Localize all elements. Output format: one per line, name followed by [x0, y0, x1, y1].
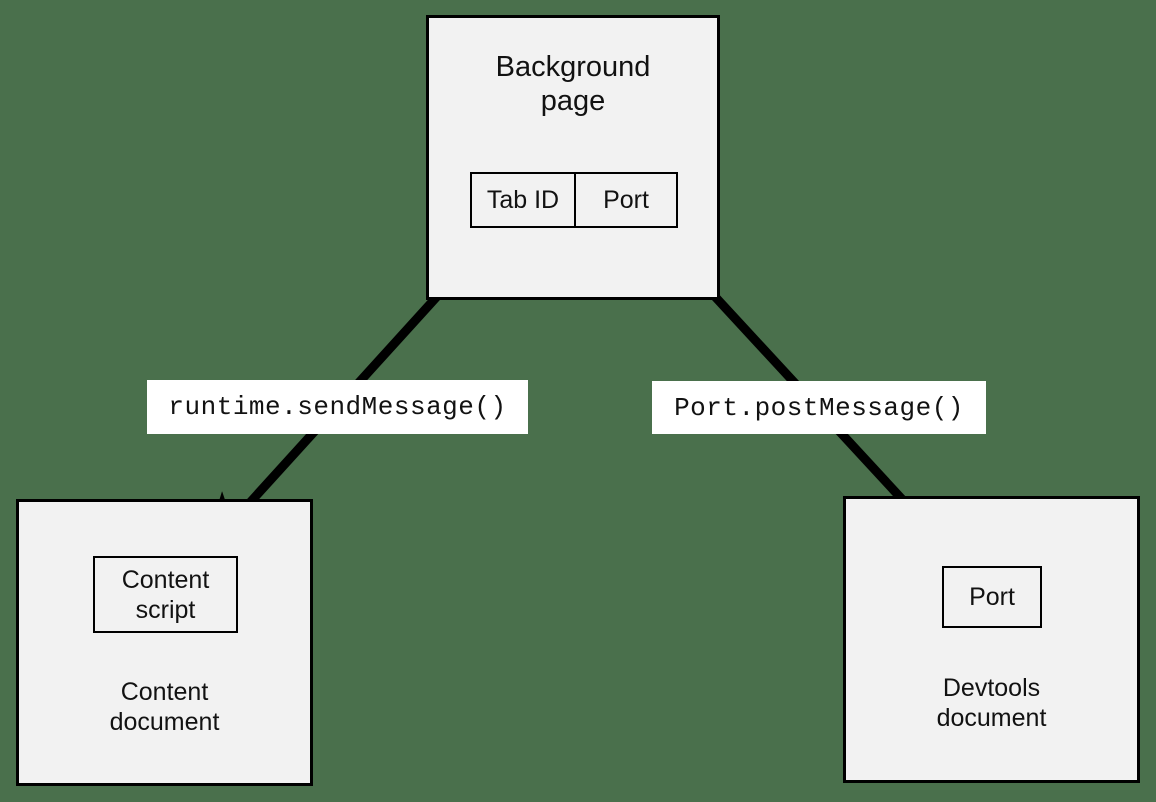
- background-page-port-table: Tab ID Port: [470, 172, 678, 228]
- edge-label-runtime-send-message: runtime.sendMessage(): [147, 380, 528, 434]
- table-cell-port: Port: [603, 185, 649, 214]
- content-document-title: Content document: [109, 678, 220, 736]
- table-cell-tab-id: Tab ID: [472, 174, 576, 226]
- edge-label-port-post-message: Port.postMessage(): [652, 381, 986, 434]
- content-document-box: [16, 499, 313, 786]
- devtools-document-title: Devtools document: [936, 674, 1047, 732]
- content-script-label: Content script: [121, 565, 210, 624]
- devtools-port-label: Port: [969, 582, 1015, 611]
- background-page-box: [426, 15, 720, 300]
- background-page-title: Background page: [495, 51, 651, 118]
- devtools-port-box: Port: [942, 566, 1042, 628]
- devtools-document-box: [843, 496, 1140, 783]
- content-script-box: Content script: [93, 556, 238, 633]
